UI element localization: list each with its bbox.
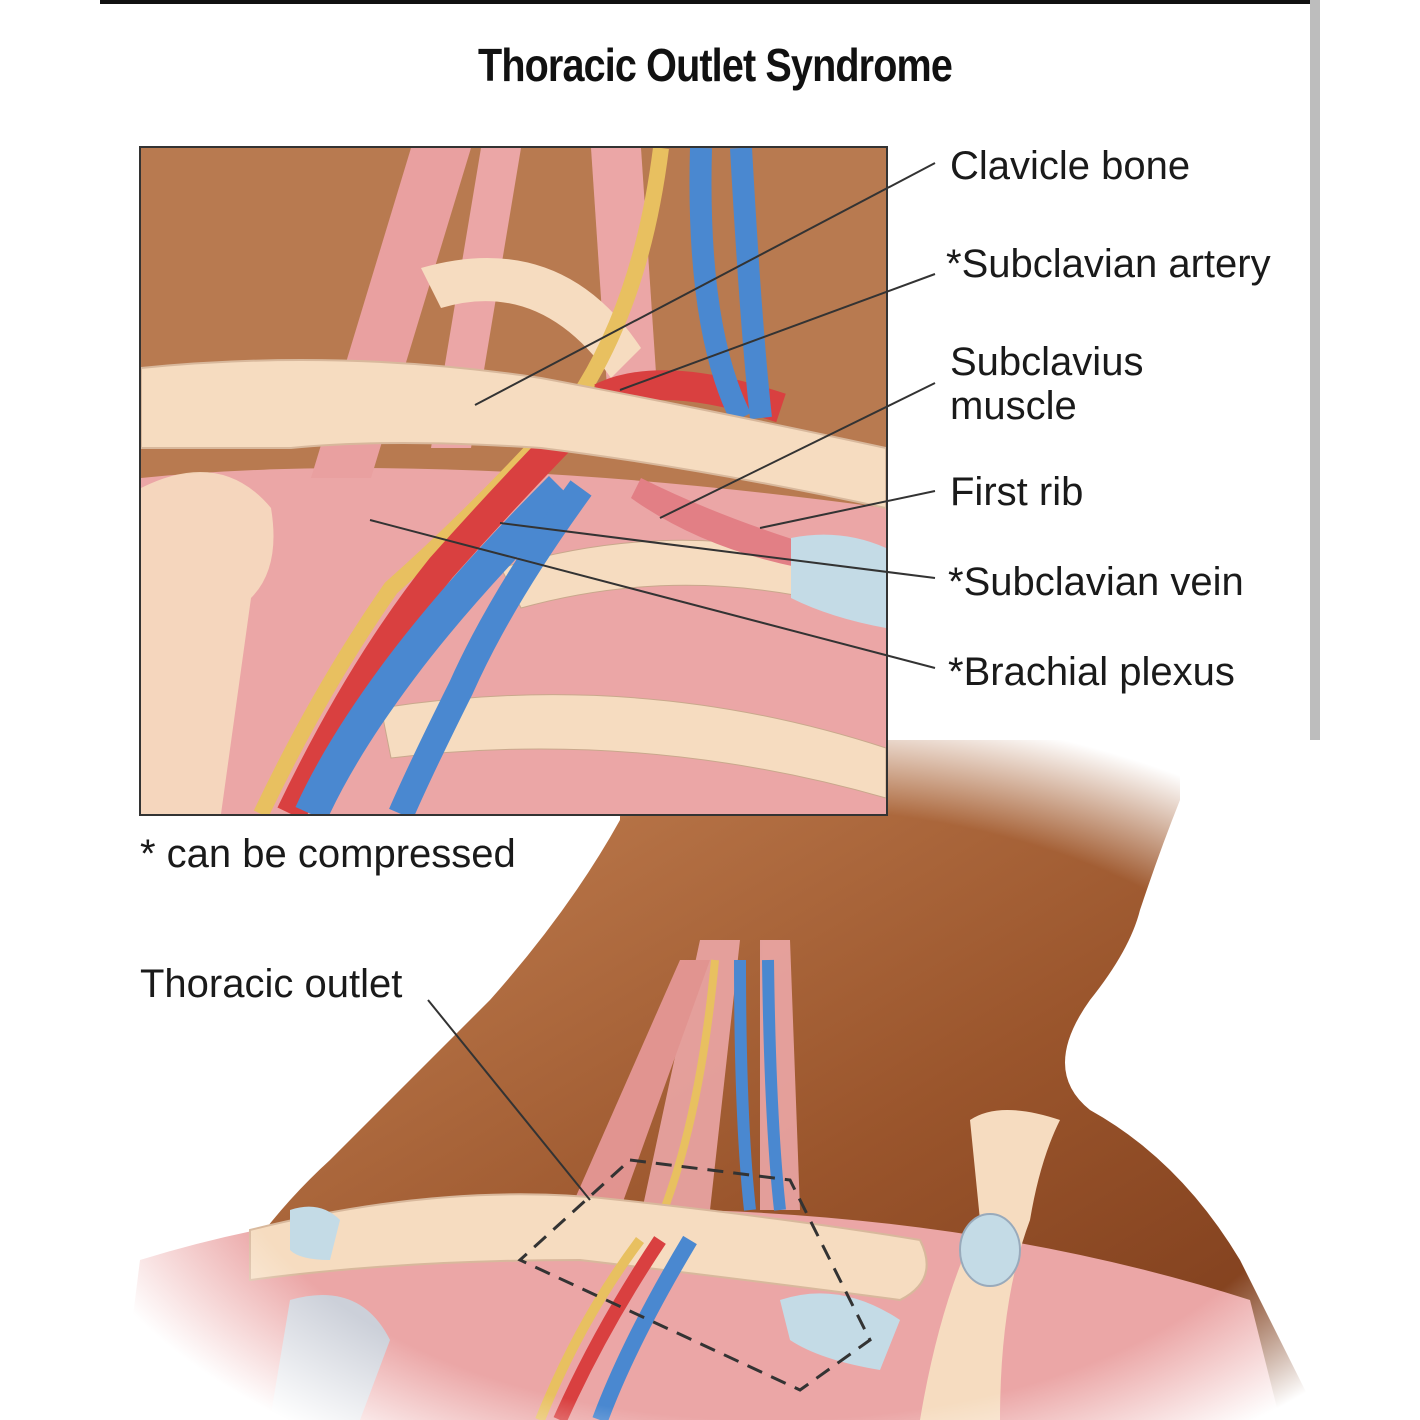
overview-illustration bbox=[100, 740, 1320, 1420]
label-subclavius-line1: Subclavius bbox=[950, 340, 1144, 384]
footnote-can-be-compressed: * can be compressed bbox=[140, 832, 516, 876]
label-subclavian-artery: *Subclavian artery bbox=[946, 242, 1271, 286]
label-subclavius-line2: muscle bbox=[950, 384, 1077, 428]
label-thoracic-outlet: Thoracic outlet bbox=[140, 962, 403, 1006]
label-first-rib: First rib bbox=[950, 470, 1084, 514]
diagram-title: Thoracic Outlet Syndrome bbox=[478, 39, 953, 91]
right-scroll-edge bbox=[1310, 0, 1320, 740]
label-clavicle-bone: Clavicle bone bbox=[950, 144, 1191, 188]
label-subclavian-vein: *Subclavian vein bbox=[948, 560, 1244, 604]
inset-detail-illustration bbox=[139, 146, 888, 816]
label-brachial-plexus: *Brachial plexus bbox=[948, 650, 1235, 694]
inset-anatomy-drawing bbox=[141, 148, 886, 814]
top-border bbox=[100, 0, 1312, 4]
